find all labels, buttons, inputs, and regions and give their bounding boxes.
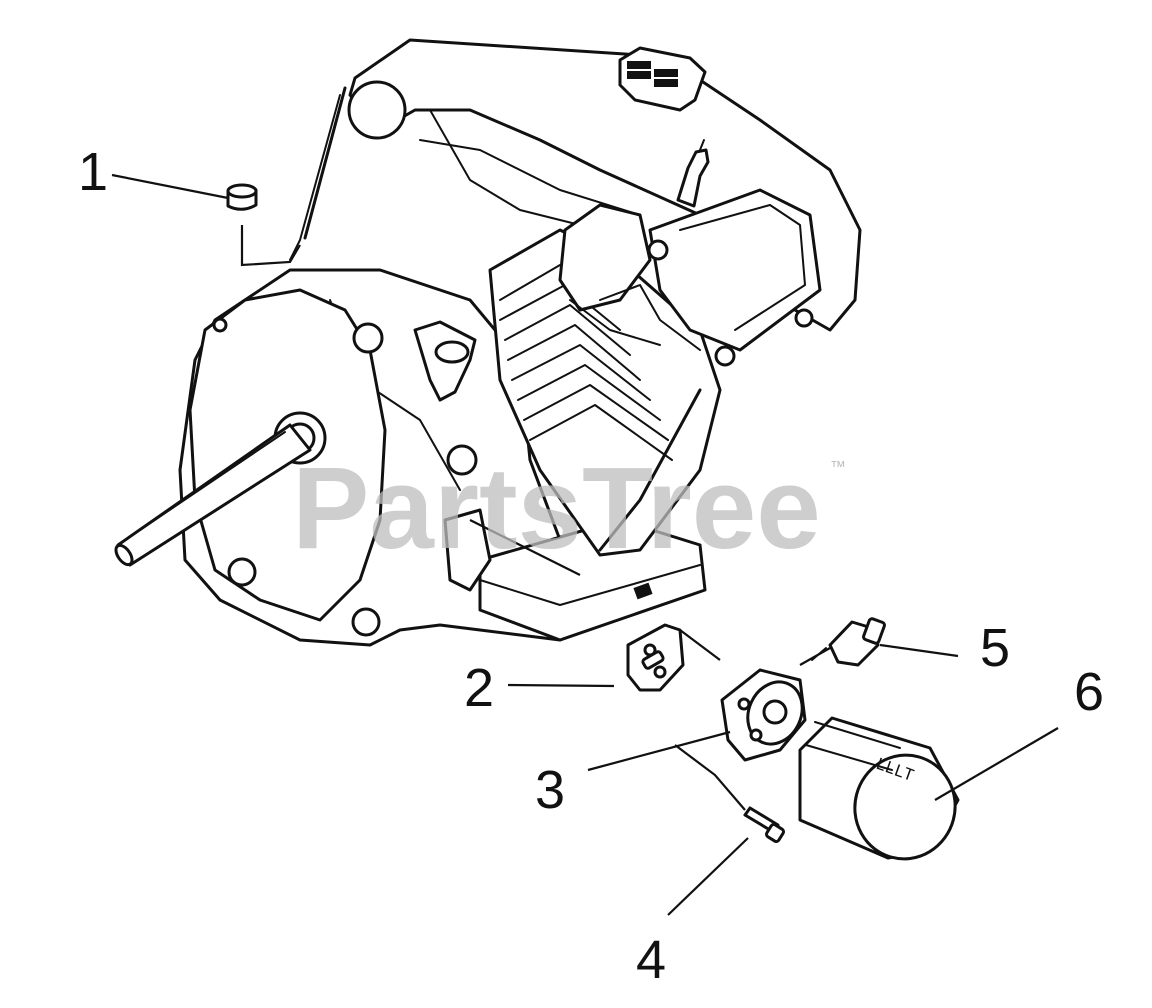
intake-manifold — [558, 203, 652, 312]
valve-cover-ridge — [679, 204, 806, 331]
projection-pad — [469, 519, 581, 576]
shroud-edge-thick — [303, 86, 347, 240]
spark-plug — [676, 148, 710, 208]
head-bolt-2 — [714, 345, 736, 367]
linkage — [599, 284, 701, 351]
part-6-oil-filter: LLLT — [798, 716, 960, 861]
mount-bolt — [352, 322, 384, 354]
leader-2 — [507, 683, 615, 688]
engine-assembly — [114, 38, 862, 647]
linkage-2 — [569, 299, 661, 346]
spark-plug-tip — [699, 139, 705, 151]
crankshaft-keyway — [139, 431, 286, 531]
part-5-fitting — [811, 617, 886, 667]
part-1-plug — [226, 183, 301, 267]
shroud-edge — [289, 94, 341, 261]
cap-rib — [627, 61, 651, 69]
cap-rib-4 — [654, 79, 678, 87]
shroud-line-2 — [419, 139, 641, 216]
callouts: 1 2 3 4 5 6 — [78, 142, 1104, 990]
callout-6: 6 — [1074, 662, 1104, 722]
callout-4: 4 — [636, 930, 666, 990]
part-4-screw — [743, 806, 786, 844]
projection-fitting — [799, 647, 831, 666]
callout-2: 2 — [464, 658, 494, 718]
governor-shaft — [434, 340, 470, 364]
shroud-hole — [347, 80, 407, 140]
filter-mount-pad — [443, 508, 492, 592]
leader-5 — [879, 643, 959, 658]
part-2-gasket — [626, 623, 685, 692]
callout-3: 3 — [535, 760, 565, 820]
base-edge — [479, 564, 701, 606]
leader-4 — [667, 837, 749, 916]
head-bolt-3 — [794, 308, 814, 328]
head-bolt — [647, 239, 669, 261]
leader-3 — [587, 730, 731, 772]
leader-6 — [934, 727, 1059, 801]
cap-rib-2 — [627, 71, 651, 79]
crankshaft-end — [114, 543, 134, 567]
mount-bolt-3 — [227, 557, 257, 587]
mount-bolt-4 — [351, 607, 381, 637]
cooling-fins — [499, 264, 673, 461]
watermark: PartsTree ™ — [292, 443, 846, 573]
mount-bolt-5 — [212, 317, 228, 333]
valve-cover — [648, 188, 822, 352]
cylinder-edge — [598, 388, 702, 552]
part-3-filter-adapter — [720, 668, 807, 762]
callout-1: 1 — [78, 142, 108, 202]
callout-5: 5 — [980, 618, 1010, 678]
leader-lines — [111, 173, 1059, 916]
cap-rib-3 — [654, 69, 678, 77]
watermark-text: PartsTree — [292, 443, 821, 573]
projection-screw — [674, 744, 746, 811]
drain-plug — [633, 582, 653, 600]
watermark-trademark: ™ — [830, 459, 846, 476]
leader-1 — [111, 173, 229, 200]
mount-bolt-2 — [446, 444, 478, 476]
projection-gasket — [679, 629, 721, 661]
part-1-projection — [240, 225, 301, 267]
